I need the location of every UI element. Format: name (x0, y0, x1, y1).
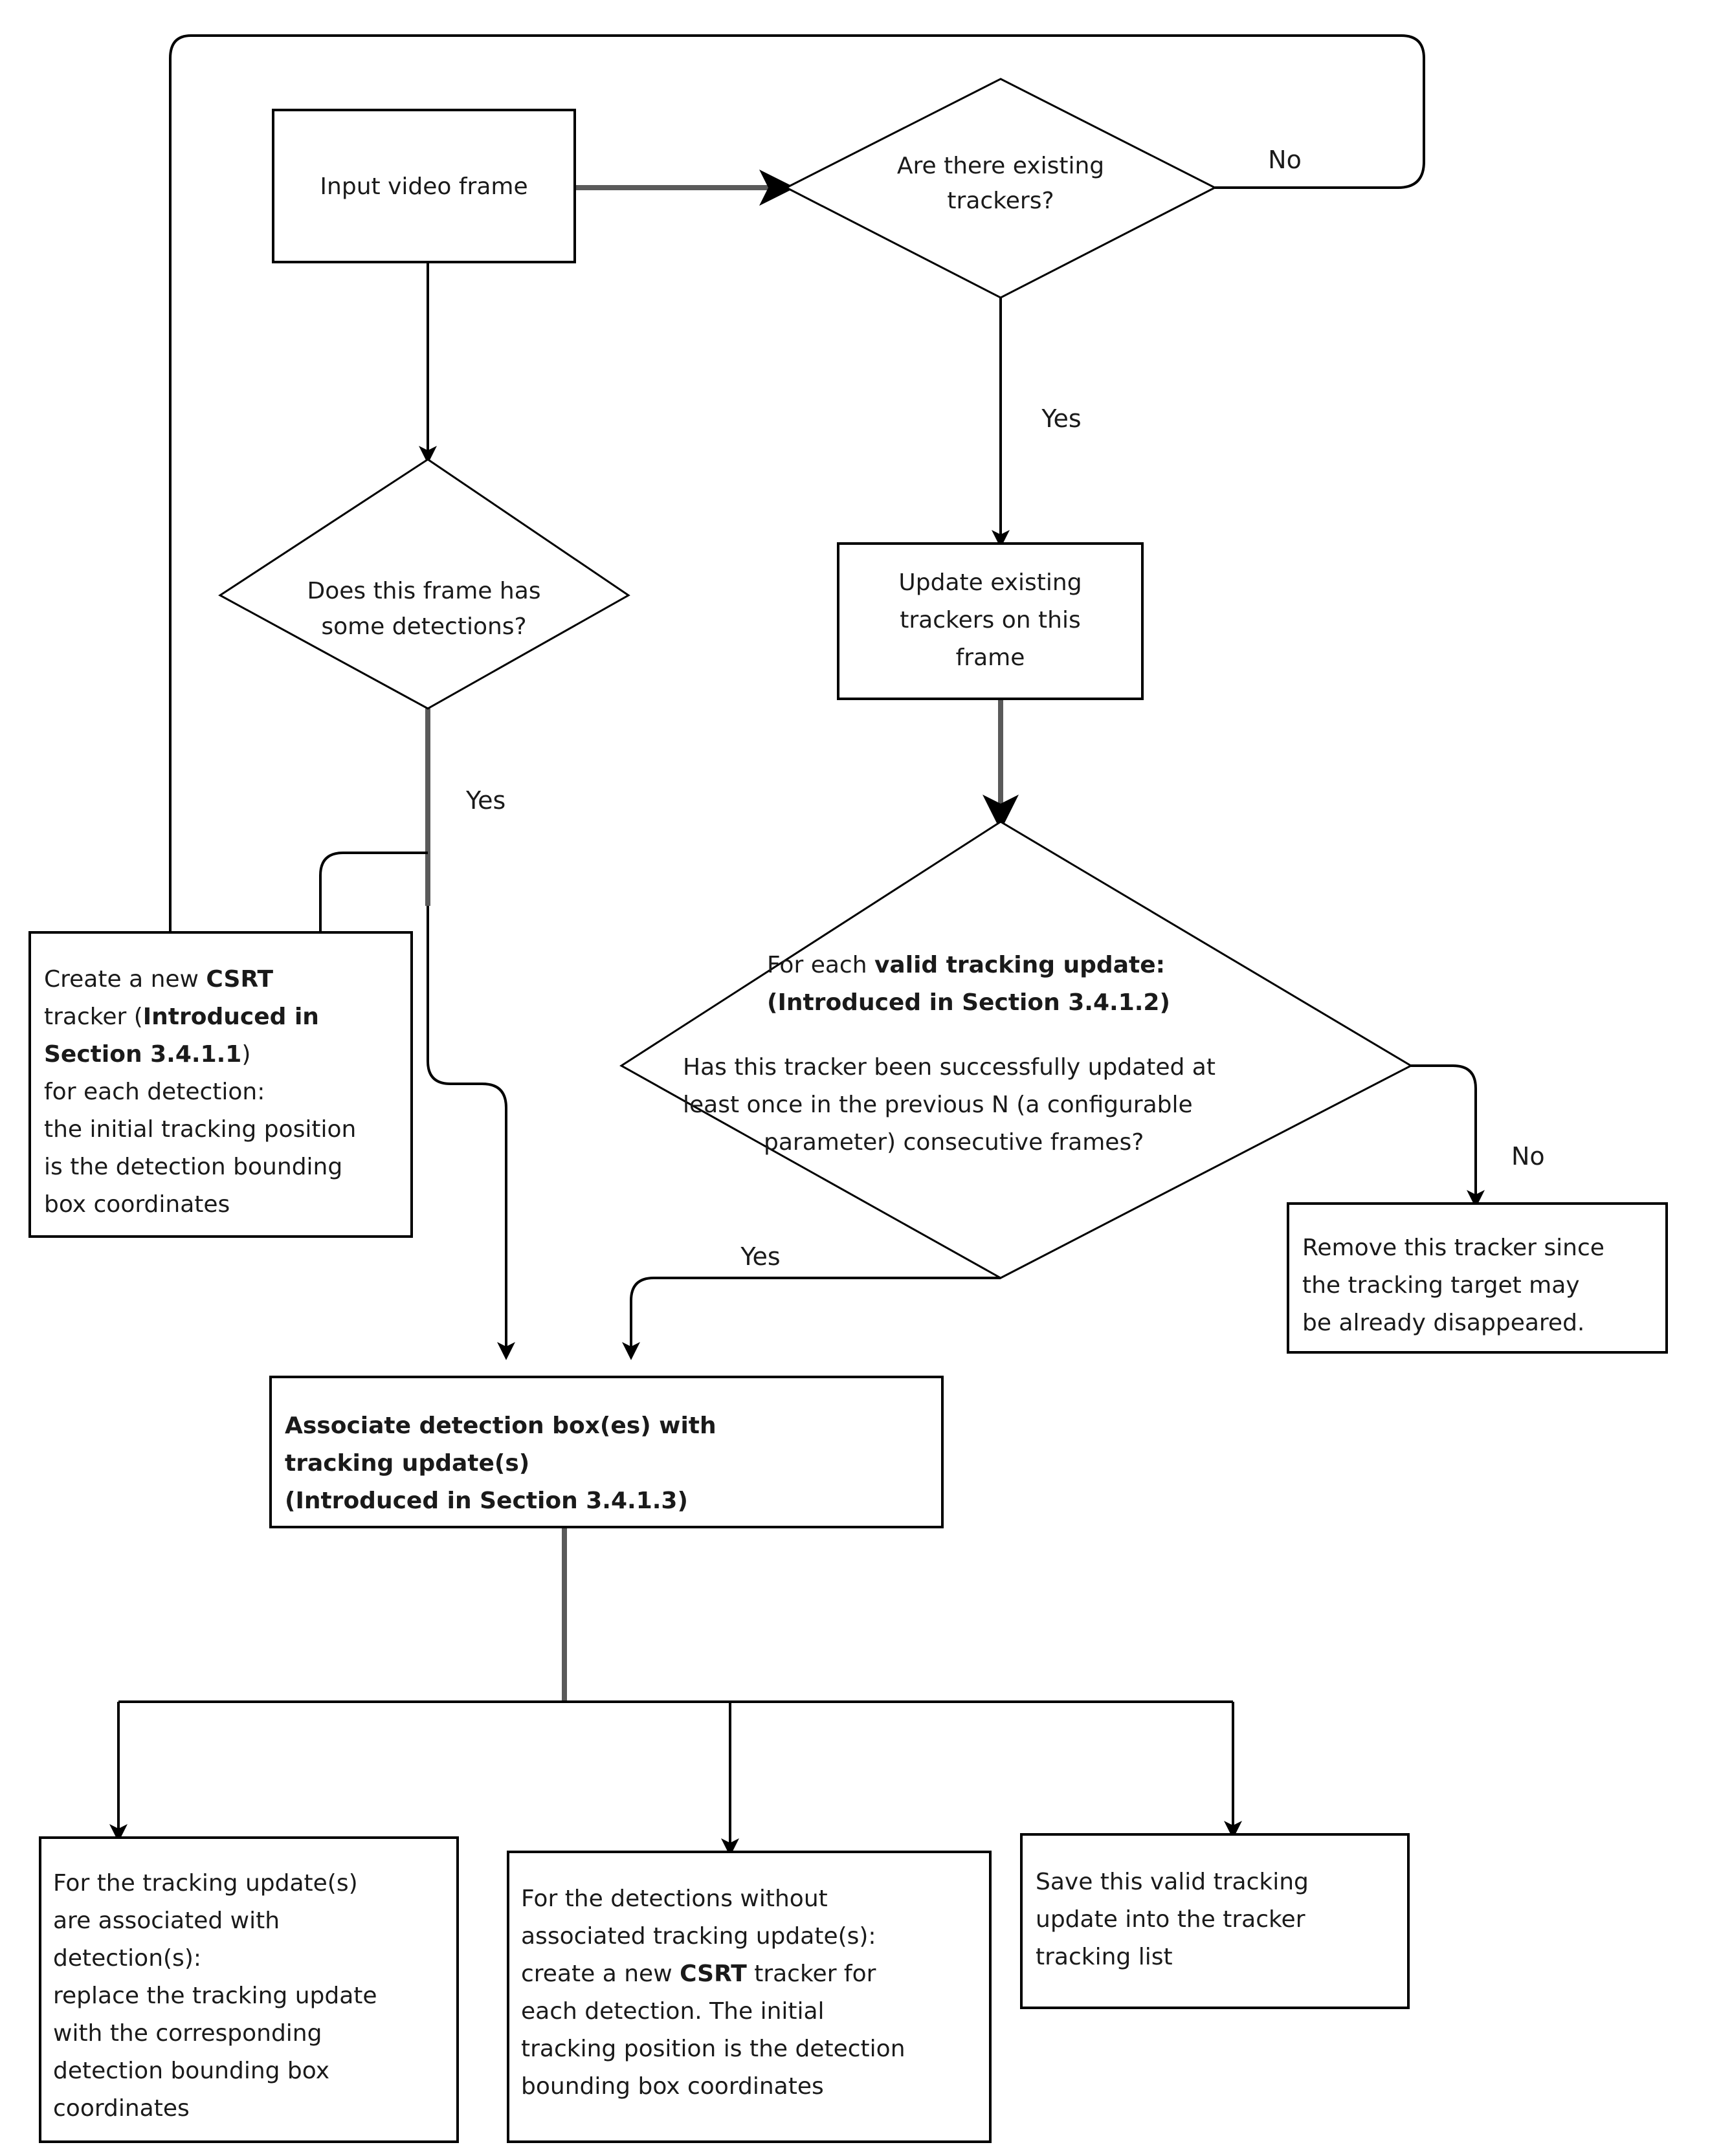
node-valid-update-line4: least once in the previous N (a configur… (683, 1092, 1193, 1118)
node-input-video-frame[interactable] (272, 109, 576, 263)
node-associate-line2: tracking update(s) (285, 1450, 529, 1477)
node-existing-trackers-line2: trackers? (947, 188, 1054, 214)
node-remove-tracker-line3: be already disappeared. (1302, 1310, 1584, 1336)
node-replace-update-line2: are associated with (53, 1908, 280, 1934)
node-unmatched-line4: each detection. The initial (521, 1998, 825, 2025)
edge-valid-no-to-remove (1411, 1064, 1485, 1208)
node-create-csrt-line4: for each detection: (44, 1079, 265, 1105)
node-valid-tracking-update-check[interactable] (619, 820, 1414, 1279)
node-replace-update-line5: with the corresponding (53, 2020, 322, 2047)
node-has-detections-line1: Does this frame has (307, 578, 540, 604)
node-associate-line3: (Introduced in Section 3.4.1.3) (285, 1488, 688, 1514)
node-create-csrt-line6: is the detection bounding (44, 1154, 342, 1180)
node-replace-update-line7: coordinates (53, 2095, 190, 2122)
edge-valid-yes-to-associate (622, 1277, 1001, 1360)
node-remove-tracker[interactable] (1287, 1202, 1668, 1354)
node-save-update-line2: update into the tracker (1036, 1906, 1305, 1933)
edge-label-yes-valid: Yes (740, 1242, 780, 1271)
edge-label-yes-top: Yes (1041, 404, 1081, 433)
node-save-update-line1: Save this valid tracking (1036, 1869, 1309, 1895)
node-update-trackers-line2: trackers on this (900, 607, 1080, 633)
node-unmatched-line5: tracking position is the detection (521, 2036, 905, 2062)
node-create-csrt-line3: Section 3.4.1.1) (44, 1041, 250, 1068)
node-valid-update-line3: Has this tracker been successfully updat… (683, 1054, 1216, 1081)
node-valid-update-line2: (Introduced in Section 3.4.1.2) (767, 989, 1170, 1016)
edge-label-yes-detections: Yes (465, 786, 505, 815)
node-existing-trackers-line1: Are there existing (897, 153, 1104, 179)
edge-label-no-valid: No (1511, 1142, 1545, 1171)
node-has-detections-line2: some detections? (321, 613, 526, 640)
node-save-tracking-update[interactable] (1020, 1833, 1410, 2009)
edge-yes-to-associate-left (427, 906, 515, 1360)
node-associate-line1: Associate detection box(es) with (285, 1413, 716, 1439)
node-replace-update-line6: detection bounding box (53, 2058, 329, 2084)
node-valid-update-line1: For each valid tracking update: (767, 952, 1165, 978)
edge-yes-branch-to-create-csrt (319, 852, 428, 932)
node-create-csrt-line1: Create a new CSRT (44, 966, 274, 993)
node-remove-tracker-line2: the tracking target may (1302, 1272, 1580, 1299)
node-update-existing-trackers[interactable] (837, 542, 1144, 700)
node-unmatched-line2: associated tracking update(s): (521, 1923, 876, 1950)
node-create-csrt-tracker[interactable] (28, 931, 413, 1238)
edge-no-loop-to-create-csrt (169, 34, 1425, 932)
node-unmatched-line1: For the detections without (521, 1886, 828, 1912)
node-input-video-frame-label: Input video frame (320, 173, 527, 200)
node-replace-update-line4: replace the tracking update (53, 1983, 377, 2009)
node-create-csrt-line7: box coordinates (44, 1191, 230, 1218)
node-save-update-line3: tracking list (1036, 1944, 1173, 1970)
edge-label-no-top: No (1268, 146, 1302, 174)
node-replace-update-line3: detection(s): (53, 1945, 201, 1972)
node-valid-update-line5: parameter) consecutive frames? (764, 1129, 1144, 1156)
node-replace-tracking-update[interactable] (39, 1836, 459, 2143)
node-associate-detections[interactable] (269, 1376, 944, 1528)
node-update-trackers-line1: Update existing (898, 569, 1082, 596)
node-existing-trackers-check[interactable] (784, 78, 1217, 299)
node-update-trackers-line3: frame (956, 644, 1025, 671)
node-remove-tracker-line1: Remove this tracker since (1302, 1235, 1605, 1261)
node-replace-update-line1: For the tracking update(s) (53, 1870, 358, 1897)
node-unmatched-line6: bounding box coordinates (521, 2073, 824, 2100)
node-create-csrt-line5: the initial tracking position (44, 1116, 356, 1143)
node-create-tracker-unmatched[interactable] (507, 1851, 992, 2143)
node-has-detections-check[interactable] (218, 458, 630, 710)
node-unmatched-line3: create a new CSRT tracker for (521, 1961, 876, 1987)
node-create-csrt-line2: tracker (Introduced in (44, 1004, 319, 1030)
